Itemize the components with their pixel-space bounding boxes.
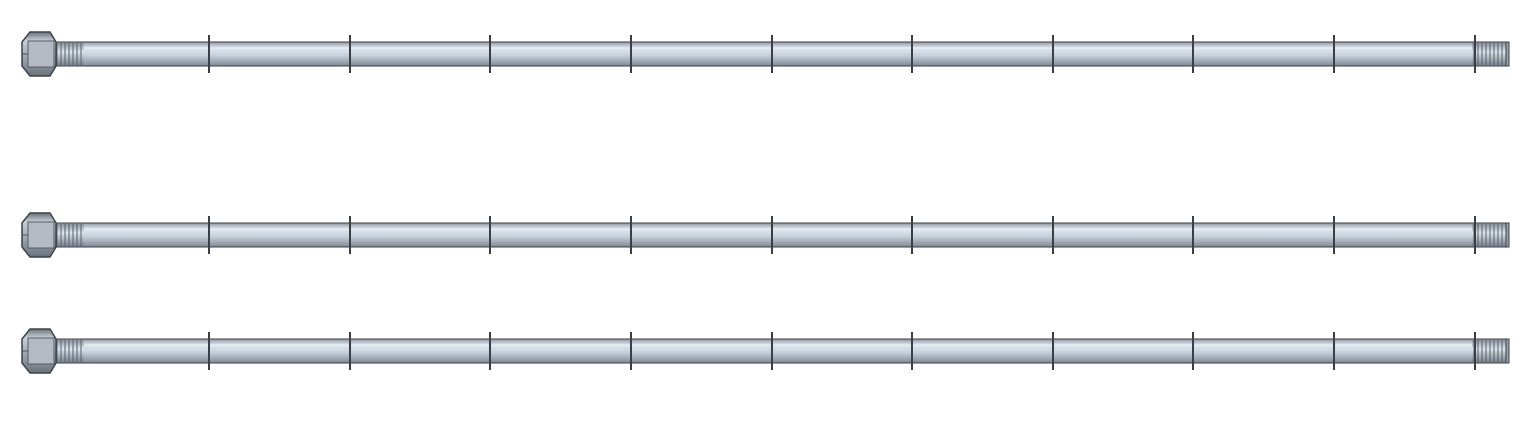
hex-nut [21, 31, 57, 77]
rod-end-cap [1505, 41, 1510, 67]
hex-nut-face [27, 40, 55, 68]
rod-end-cap [1505, 338, 1510, 364]
threaded-rod-1 [21, 31, 1510, 77]
rod-body [54, 222, 1509, 248]
rod-end-cap [1505, 222, 1510, 248]
rod-body [54, 338, 1509, 364]
rods-group [21, 31, 1510, 374]
hex-nut-face [27, 337, 55, 365]
rod-body [54, 41, 1509, 67]
hex-nut [21, 212, 57, 258]
threaded-rod-3 [21, 328, 1510, 374]
hex-nut [21, 328, 57, 374]
threaded-rod-2 [21, 212, 1510, 258]
hex-nut-face [27, 221, 55, 249]
